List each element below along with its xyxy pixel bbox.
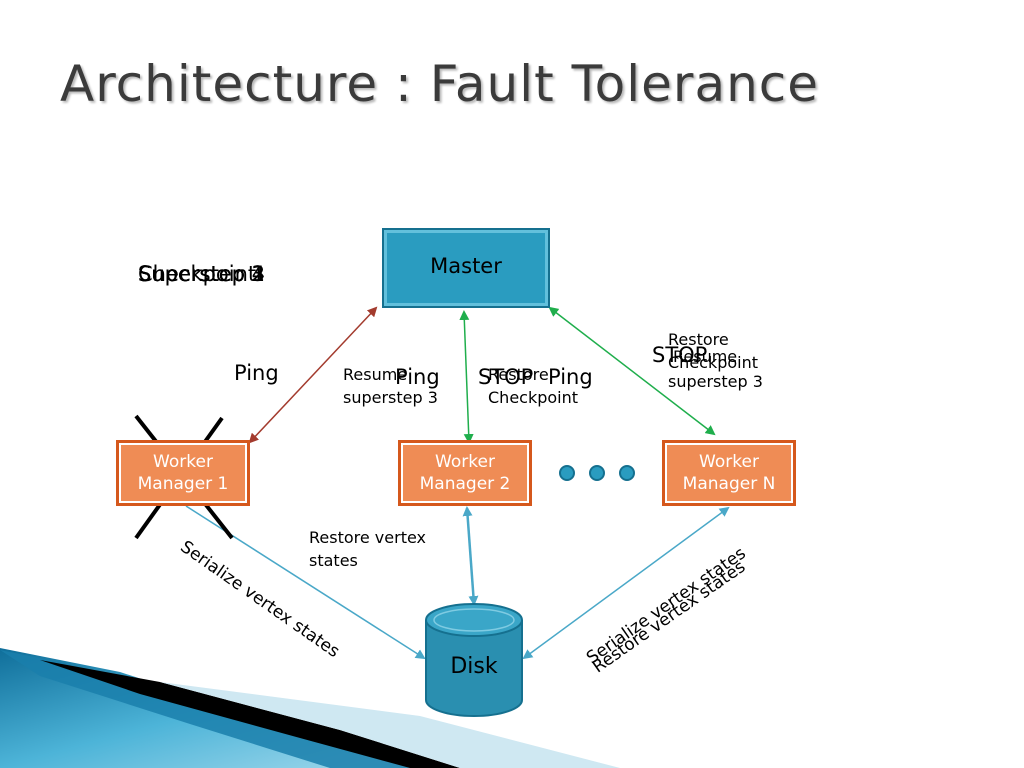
ping-label-left: Ping bbox=[234, 361, 279, 385]
arrow-master-worker2 bbox=[459, 310, 474, 444]
restore-label-mid-1: Restore bbox=[488, 365, 549, 384]
resume-label-right-1: Resume bbox=[673, 347, 738, 366]
restore-label-right-2: Checkpoint bbox=[668, 353, 759, 372]
disk-label: Disk bbox=[450, 654, 498, 679]
restore-vertex-label-1: Restore vertex bbox=[309, 528, 426, 547]
resume-label-left-2: superstep 3 bbox=[343, 388, 438, 407]
arrow-worker2-disk bbox=[462, 506, 479, 606]
slide-title: Architecture : Fault Tolerance bbox=[60, 55, 820, 113]
decorative-wave bbox=[0, 648, 620, 768]
checkpoint-label: Checkpoint bbox=[138, 262, 257, 286]
worker-manager-1-label: Worker Manager 1 bbox=[137, 451, 229, 494]
master-label: Master bbox=[430, 254, 502, 278]
arrow-master-workerN bbox=[548, 306, 716, 436]
disk-cylinder-icon bbox=[425, 603, 523, 717]
stop-label-mid: STOP bbox=[478, 365, 534, 389]
ping-label-mid-2: Ping bbox=[548, 365, 593, 389]
worker-manager-1: Worker Manager 1 bbox=[116, 440, 250, 506]
superstep-overlapped-labels: Superstep 4 Superstep 3 Checkpoint Super… bbox=[138, 262, 298, 288]
restore-label-mid-2: Checkpoint bbox=[488, 388, 579, 407]
restore-label-right-1: Restore bbox=[668, 330, 729, 349]
ping-label-mid: Ping bbox=[395, 365, 440, 389]
worker-manager-2: Worker Manager 2 bbox=[398, 440, 532, 506]
superstep-label: Superstep 2 bbox=[138, 262, 265, 286]
superstep-label: Superstep 1 bbox=[138, 262, 265, 286]
ellipsis-dots-icon bbox=[559, 465, 635, 481]
stop-label-right: STOP bbox=[652, 343, 708, 367]
resume-label-right-2: superstep 3 bbox=[668, 372, 763, 391]
worker-manager-n: Worker Manager N bbox=[662, 440, 796, 506]
resume-label-left-1: Resume bbox=[343, 365, 408, 384]
worker-manager-n-label: Worker Manager N bbox=[682, 451, 776, 494]
superstep-label: Superstep 4 bbox=[138, 262, 265, 286]
superstep-label: Superstep 3 bbox=[138, 262, 265, 286]
restore-vertex-label-2: states bbox=[309, 551, 358, 570]
master-node: Master bbox=[382, 228, 550, 308]
worker-manager-2-label: Worker Manager 2 bbox=[419, 451, 511, 494]
arrow-workerN-disk bbox=[522, 506, 730, 660]
arrow-master-worker1 bbox=[248, 306, 378, 444]
